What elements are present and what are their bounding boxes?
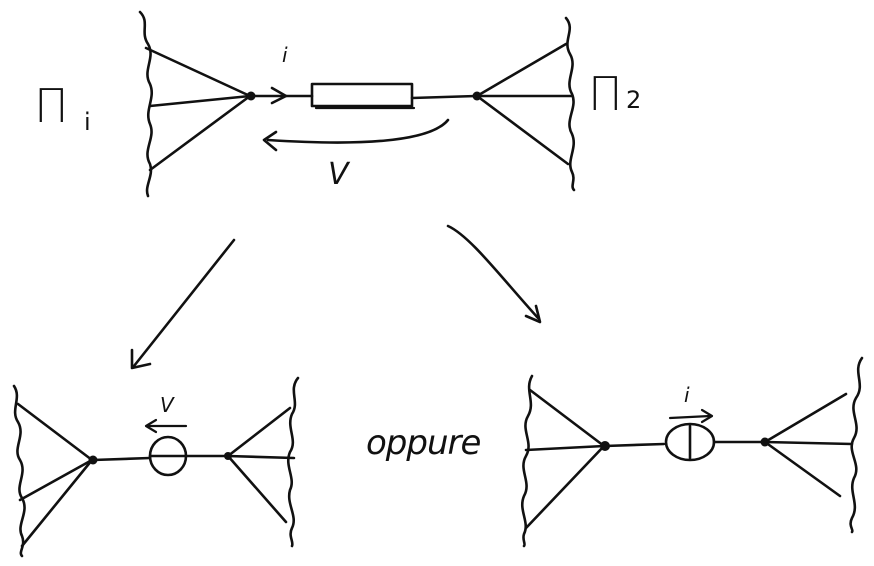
bl-right-fan-top	[226, 406, 292, 458]
br-fan-line-mid	[524, 444, 606, 452]
bl-voltage-arrowhead	[144, 418, 158, 434]
resistor	[310, 82, 414, 108]
br-current-label: i	[684, 383, 690, 407]
voltage-label-v: V	[328, 157, 351, 192]
wire-resistor-to-right	[410, 94, 478, 100]
bl-right-fan-mid	[226, 454, 296, 460]
left-fan-line-top	[144, 46, 252, 98]
arrow-to-current-case	[446, 224, 540, 320]
bottom-left-network: V	[12, 376, 300, 558]
bl-right-fan-bottom	[226, 454, 288, 524]
bottom-right-network: i	[521, 356, 864, 548]
br-fan-line-bottom	[524, 444, 606, 530]
br-fan-line-top	[528, 388, 606, 448]
top-network: Π i i Π 2 V	[34, 10, 641, 198]
br-wire-left	[603, 442, 666, 448]
oppure-label: oppure	[366, 423, 480, 463]
bl-fan-line-bottom	[20, 458, 94, 548]
left-network-boundary	[138, 10, 153, 198]
br-current-arrow	[668, 414, 712, 420]
pi-one-subscript: i	[84, 108, 91, 136]
pi-two-subscript: 2	[626, 86, 641, 114]
bl-wire-left	[91, 456, 152, 462]
bl-right-boundary	[287, 376, 300, 548]
current-label-i: i	[282, 43, 288, 67]
left-fan-line-bottom	[148, 94, 252, 172]
br-right-fan-top	[763, 392, 848, 444]
voltage-arrow	[266, 118, 450, 144]
pi-one-label: Π	[34, 79, 69, 133]
arrow-to-voltage-case-head	[130, 348, 152, 370]
left-fan-line-mid	[148, 94, 252, 108]
br-right-fan-bottom	[763, 440, 842, 498]
br-right-fan-mid	[763, 440, 854, 446]
br-left-boundary	[521, 374, 534, 548]
right-fan-line-top	[475, 42, 568, 98]
pi-two-label: Π	[588, 67, 623, 121]
br-current-arrowhead	[700, 408, 714, 424]
br-right-boundary	[849, 356, 864, 534]
voltage-arrowhead	[262, 130, 278, 152]
bl-fan-line-top	[16, 402, 94, 462]
bl-left-boundary	[12, 384, 26, 558]
right-fan-line-bottom	[475, 94, 570, 166]
right-network-boundary	[564, 16, 576, 192]
current-arrowhead	[270, 86, 288, 105]
bl-voltage-label: V	[160, 393, 175, 417]
arrow-to-voltage-case	[132, 238, 236, 368]
arrow-to-current-case-head	[524, 304, 542, 324]
bl-fan-line-mid	[18, 458, 94, 502]
